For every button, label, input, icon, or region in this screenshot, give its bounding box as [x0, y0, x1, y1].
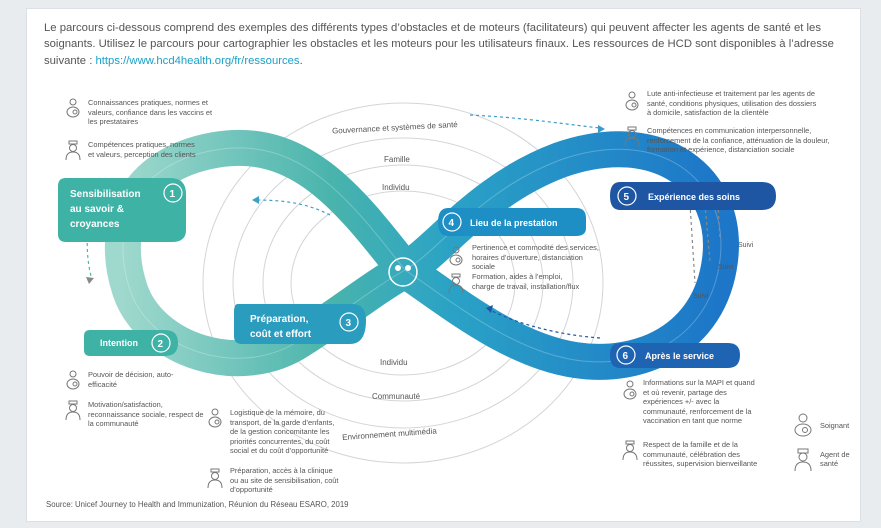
stage-3-worker-note: Préparation, accès à la clinique ou au s… — [230, 466, 339, 495]
infinity-loop — [105, 129, 739, 380]
stage-5-number: 5 — [624, 192, 630, 203]
stage-1-label-3: croyances — [70, 219, 120, 230]
ring-label-individual-top: Individu — [382, 183, 410, 192]
stage-4-worker-note: Formation, aides à l’emploi, charge de t… — [472, 272, 580, 291]
context-rings — [202, 102, 604, 464]
legend-worker-label: Agent de santé — [820, 450, 850, 468]
stage-3-label-1: Préparation, — [250, 314, 309, 325]
caregiver-icon — [66, 370, 80, 390]
stage-5-caregiver-note: Lute anti-infectieuse et traitement par … — [647, 89, 817, 118]
caregiver-icon — [625, 91, 639, 111]
caregiver-icon — [208, 408, 222, 428]
follow-up-label-3: Suivi — [693, 293, 709, 300]
intro-paragraph: Le parcours ci-dessous comprend des exem… — [44, 20, 844, 69]
stage-3-label-2: coût et effort — [250, 329, 312, 340]
stage-2-caregiver-note: Pouvoir de décision, auto-efficacité — [88, 370, 174, 389]
ring-label-individual-bottom: Individu — [380, 358, 408, 367]
caregiver-icon — [623, 380, 637, 400]
follow-up-label-1: Suivi — [738, 242, 754, 249]
follow-up-label-2: Suivi — [718, 264, 734, 271]
ring-label-media: Environnement multimédia — [342, 426, 438, 442]
legend-caregiver-label: Soignant — [820, 421, 850, 430]
health-worker-icon — [448, 273, 464, 294]
health-worker-icon — [207, 468, 223, 489]
caregiver-icon — [66, 98, 80, 118]
stage-6-tag[interactable]: 6 Après le service — [610, 343, 740, 368]
health-worker-icon — [622, 440, 638, 461]
source-citation: Source: Unicef Journey to Health and Imm… — [46, 500, 349, 509]
stage-4-caregiver-note: Pertinence et commodité des services, ho… — [472, 243, 599, 272]
stage-2-tag[interactable]: Intention 2 — [84, 330, 178, 356]
person-icons — [65, 91, 812, 489]
health-worker-icon — [794, 448, 812, 472]
resources-link[interactable]: https://www.hcd4health.org/fr/ressources — [95, 54, 300, 67]
stage-1-number: 1 — [170, 189, 176, 200]
stage-3-number: 3 — [346, 318, 352, 329]
stage-6-number: 6 — [623, 351, 629, 362]
legend-worker-line2: santé — [820, 459, 839, 468]
stage-5-label: Expérience des soins — [648, 192, 740, 202]
stage-3-tag[interactable]: Préparation, coût et effort 3 — [234, 304, 366, 344]
health-worker-icon — [65, 400, 81, 421]
stage-1-tag[interactable]: Sensibilisation au savoir & croyances 1 — [58, 178, 186, 242]
stage-2-number: 2 — [158, 339, 164, 350]
journey-diagram: Gouvernance et systèmes de santé Famille… — [58, 91, 812, 489]
stage-5-worker-note: Compétences en communication interperson… — [647, 126, 830, 155]
stage-5-tag[interactable]: 5 Expérience des soins — [610, 182, 776, 210]
stage-2-label: Intention — [100, 338, 138, 348]
stage-6-caregiver-note: Informations sur la MAPI et quand et où … — [643, 378, 755, 426]
legend-worker-line1: Agent de — [820, 450, 850, 459]
stage-1-label-2: au savoir & — [70, 204, 124, 215]
stage-4-label: Lieu de la prestation — [470, 218, 558, 228]
arrow-heads — [86, 125, 605, 313]
ring-label-family: Famille — [384, 155, 410, 164]
stage-4-tag[interactable]: 4 Lieu de la prestation — [438, 208, 586, 236]
caregiver-icon — [794, 413, 812, 437]
center-family-icon — [388, 257, 418, 287]
ring-label-governance: Gouvernance et systèmes de santé — [332, 120, 459, 136]
stage-1-worker-note: Compétences pratiques, normes et valeurs… — [88, 140, 196, 159]
stage-6-label: Après le service — [645, 351, 714, 361]
stage-1-caregiver-note: Connaissances pratiques, normes et valeu… — [88, 98, 213, 127]
stage-2-worker-note: Motivation/satisfaction, reconnaissance … — [88, 400, 204, 429]
stage-4-number: 4 — [449, 218, 455, 229]
caregiver-icon — [449, 246, 463, 266]
intro-text: Le parcours ci-dessous comprend des exem… — [44, 22, 834, 67]
intro-tail: . — [299, 54, 303, 67]
ring-label-community: Communauté — [372, 392, 421, 401]
stage-6-worker-note: Respect de la famille et de la communaut… — [643, 440, 758, 469]
health-worker-icon — [65, 140, 81, 161]
health-worker-icon — [624, 126, 640, 147]
stage-1-label-1: Sensibilisation — [70, 189, 141, 200]
flow-arrows — [86, 114, 721, 339]
stage-3-caregiver-note: Logistique de la mémoire, du transport, … — [230, 408, 335, 456]
